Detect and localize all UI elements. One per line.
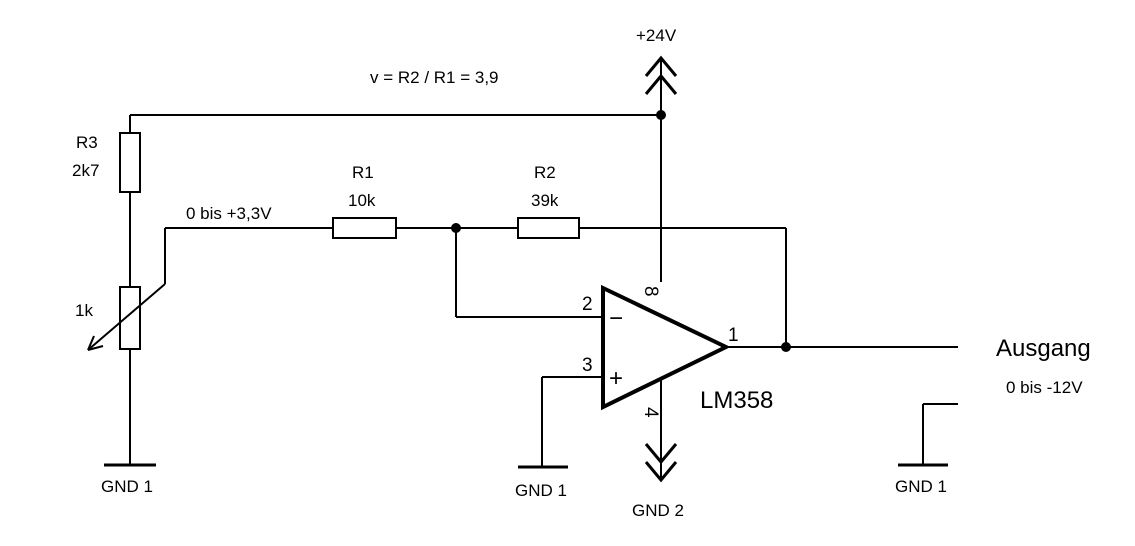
gnd1-right-label: GND 1 bbox=[895, 477, 947, 496]
gnd1-left-label: GND 1 bbox=[101, 477, 153, 496]
gnd1-middle-label: GND 1 bbox=[515, 481, 567, 500]
output-label: Ausgang bbox=[996, 335, 1091, 362]
output-ground-wire bbox=[922, 403, 958, 465]
opamp-triangle bbox=[601, 284, 731, 411]
input-wire bbox=[164, 227, 333, 284]
feedback-wire bbox=[579, 227, 787, 347]
r2-value: 39k bbox=[531, 191, 559, 210]
pin-4-label: 4 bbox=[640, 407, 661, 418]
vplus-supply-arrow bbox=[644, 55, 678, 282]
gnd2-label: GND 2 bbox=[632, 501, 684, 520]
gnd2-supply-arrow bbox=[644, 377, 678, 483]
junction-top-rail bbox=[656, 110, 666, 120]
opamp-part-label: LM358 bbox=[700, 387, 773, 414]
r1-resistor bbox=[332, 217, 397, 239]
pot-value: 1k bbox=[75, 301, 93, 320]
pin-1-label: 1 bbox=[728, 325, 739, 346]
output-range-label: 0 bis -12V bbox=[1006, 378, 1083, 397]
junction-output bbox=[781, 342, 791, 352]
pot-wiper-arrow bbox=[87, 283, 166, 351]
top-rail-wire bbox=[129, 114, 661, 133]
gain-formula: v = R2 / R1 = 3,9 bbox=[370, 68, 499, 87]
r1-name: R1 bbox=[352, 163, 374, 182]
r3-resistor bbox=[119, 132, 141, 193]
opamp-plus-sign: + bbox=[609, 365, 623, 392]
r2-name: R2 bbox=[534, 163, 556, 182]
pin-3-label: 3 bbox=[582, 355, 593, 376]
r3-value: 2k7 bbox=[72, 161, 99, 180]
pin-8-label: 8 bbox=[640, 286, 661, 297]
input-range-label: 0 bis +3,3V bbox=[186, 204, 272, 223]
r2-resistor bbox=[517, 217, 580, 239]
inverting-input-wire bbox=[455, 228, 603, 318]
pin-2-label: 2 bbox=[582, 294, 593, 315]
noninverting-input-wire bbox=[541, 376, 603, 467]
r3-name: R3 bbox=[76, 133, 98, 152]
opamp-minus-sign: − bbox=[609, 305, 623, 332]
vplus-label: +24V bbox=[636, 26, 677, 45]
potentiometer bbox=[119, 286, 141, 350]
r1-value: 10k bbox=[348, 191, 376, 210]
